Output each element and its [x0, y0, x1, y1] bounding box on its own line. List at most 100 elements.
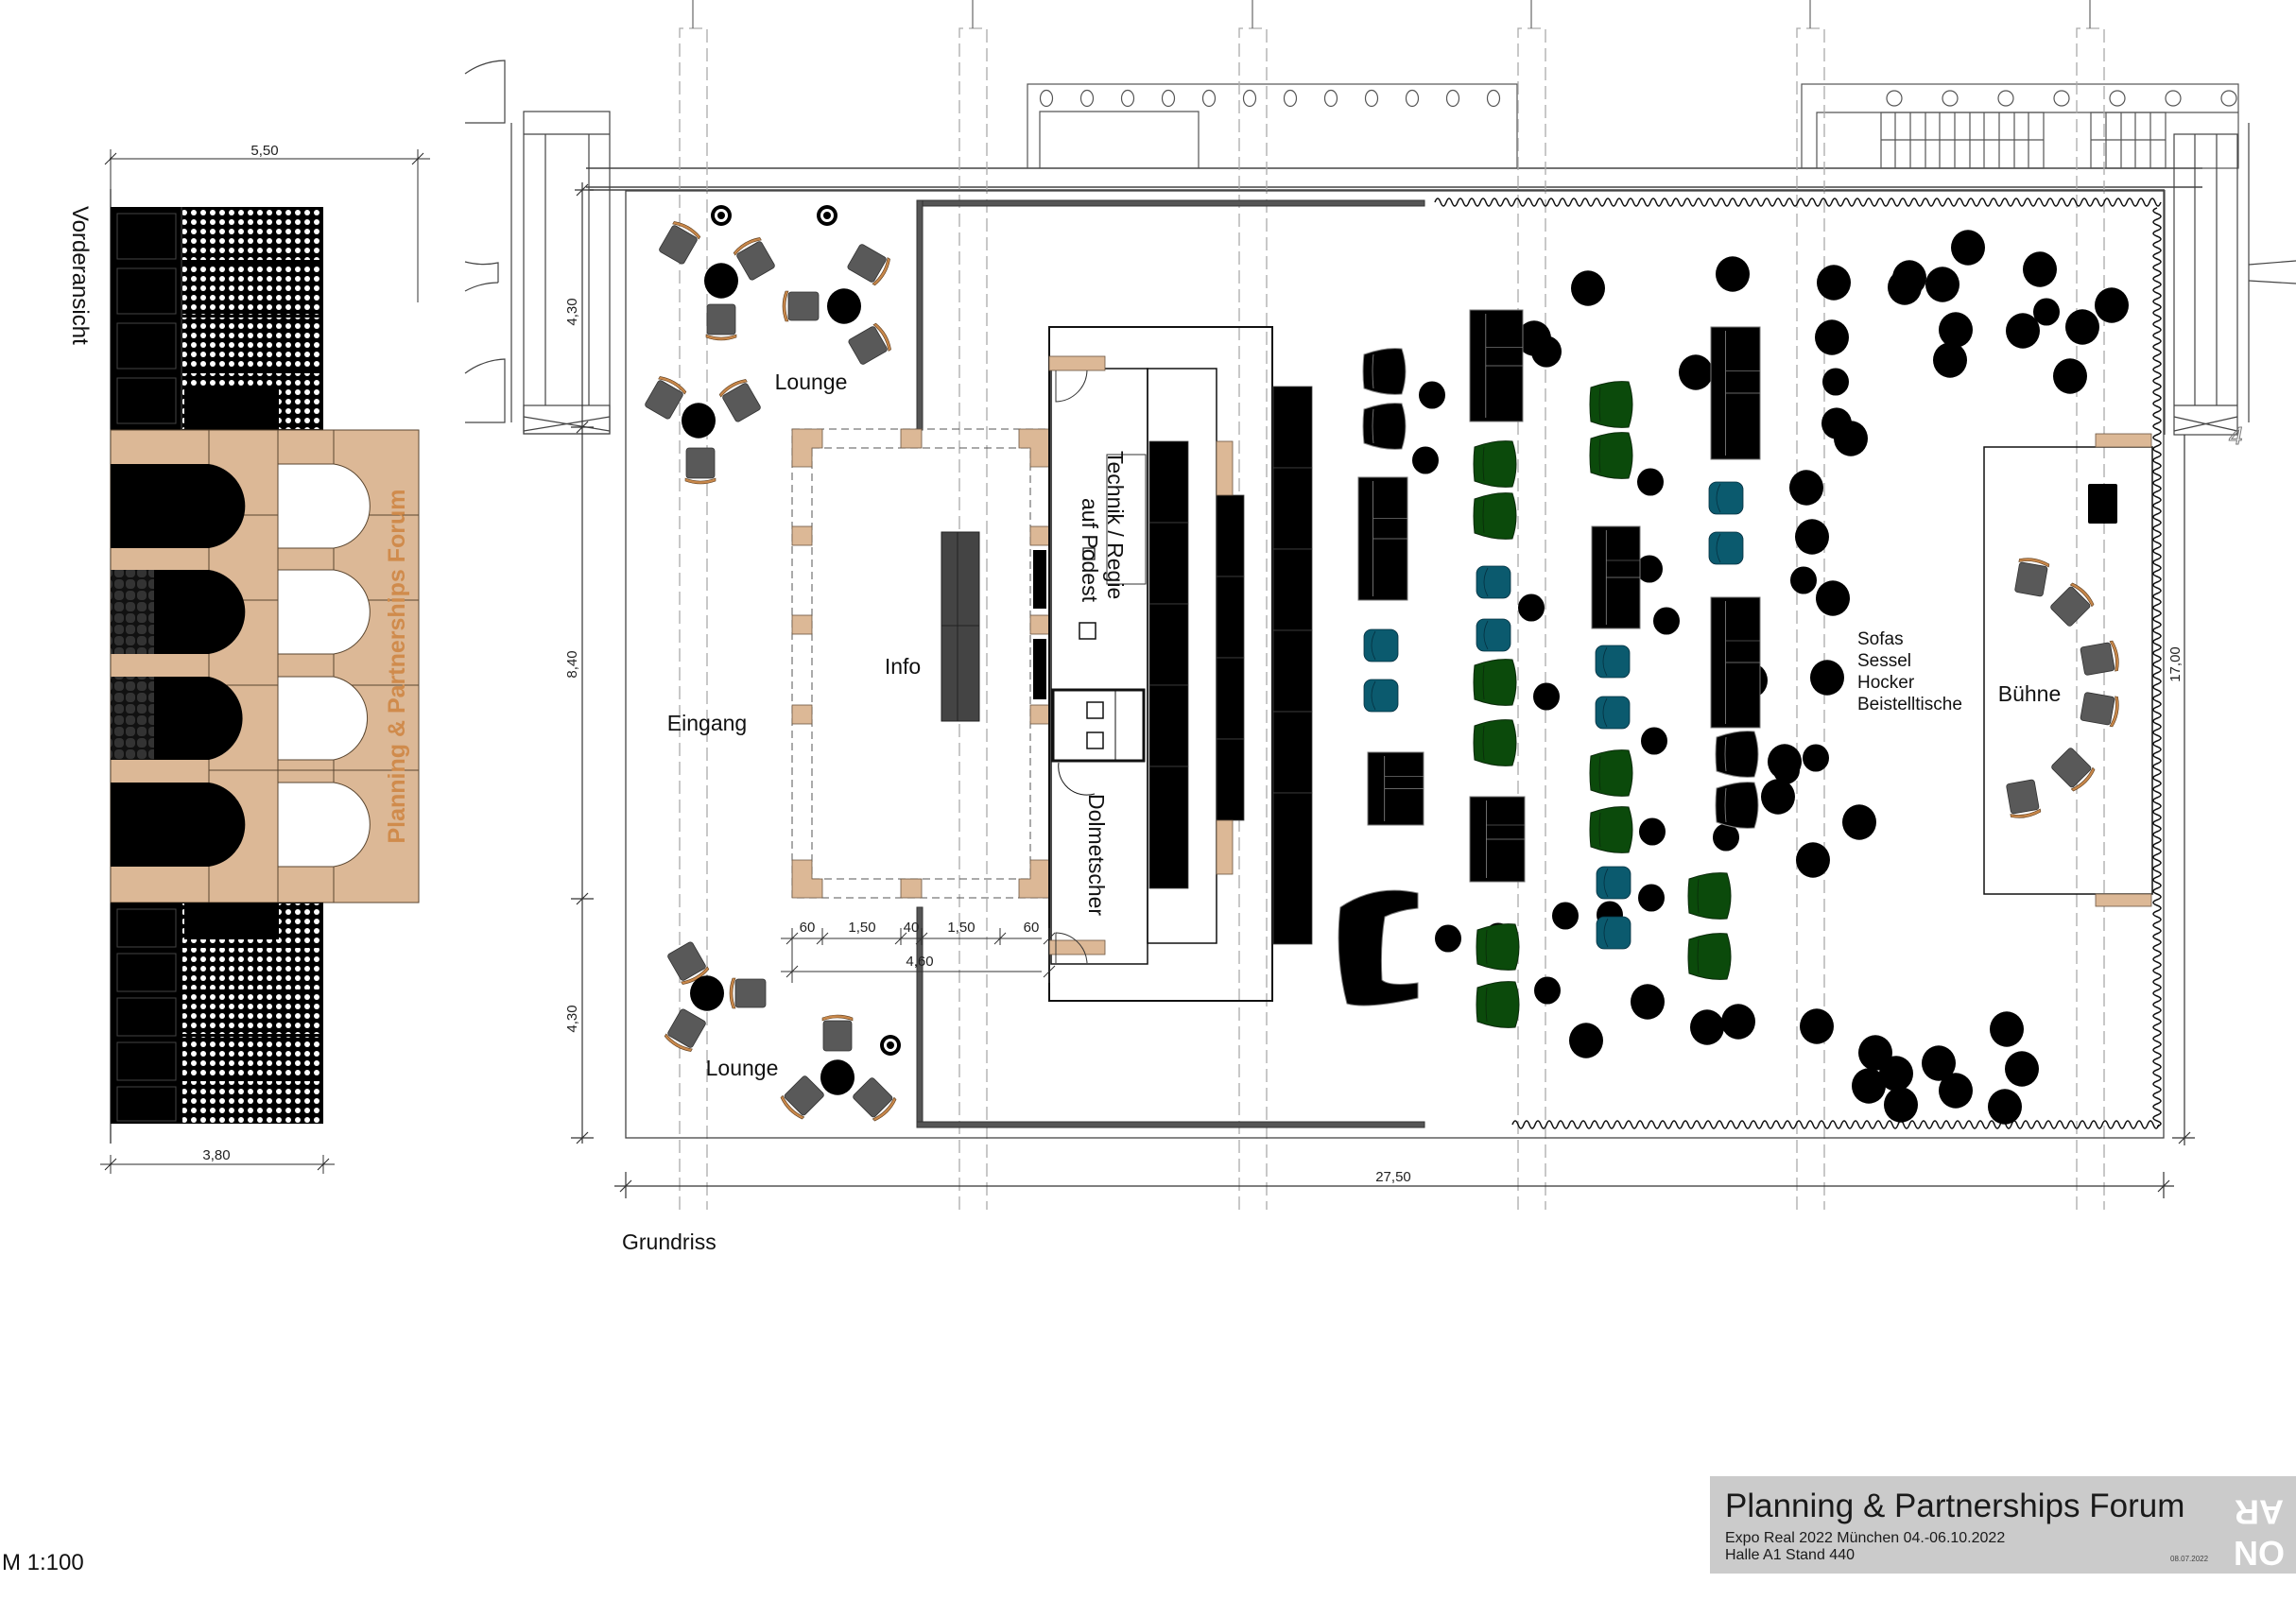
- sofa-icon: [1469, 309, 1524, 422]
- side-table: [1803, 744, 1829, 772]
- side-table: [1690, 1009, 1724, 1045]
- elevation-view-label: Vorderansicht: [67, 206, 93, 345]
- stage: Bühne: [1983, 433, 2153, 907]
- seating-list: Sofas Sessel Hocker Beistelltische: [1857, 629, 1962, 714]
- plan-view-label: Grundriss: [622, 1230, 716, 1254]
- lounge-label-top: Lounge: [775, 370, 848, 394]
- entrance-label: Eingang: [667, 711, 747, 735]
- armchair-icon: [1715, 782, 1759, 829]
- armchair-icon: [1476, 981, 1520, 1028]
- side-table: [690, 975, 724, 1011]
- side-table: [1552, 902, 1579, 930]
- info-dim: 1,50: [848, 920, 875, 936]
- title-block-location: Halle A1 Stand 440: [1725, 1547, 1855, 1563]
- elevation-width-top: 5,50: [250, 143, 278, 159]
- sofa-icon: [1710, 326, 1761, 460]
- armchair-icon: [1687, 933, 1732, 980]
- scale-label: M 1:100: [2, 1550, 84, 1575]
- curved-sofa-icon: [1338, 889, 1419, 1006]
- top-structure-2: [1801, 83, 2239, 169]
- side-table: [1518, 594, 1545, 622]
- armchair-icon: [1473, 719, 1517, 766]
- side-table: [1925, 267, 1959, 302]
- side-table: [1534, 976, 1561, 1005]
- stairs-2: [2090, 112, 2167, 169]
- armchair-icon: [1362, 348, 1407, 395]
- side-table: [1842, 804, 1876, 840]
- stool-icon: [1596, 866, 1631, 900]
- side-table: [1641, 727, 1667, 755]
- stool-icon: [1595, 696, 1631, 730]
- dimension-left: [571, 182, 594, 1144]
- top-circles-1: [1039, 89, 1501, 108]
- side-table: [1569, 1023, 1603, 1058]
- side-table: [1419, 381, 1445, 409]
- armchair-icon: [1715, 731, 1759, 778]
- back-wall: [916, 199, 1425, 1128]
- title-block: Planning & Partnerships Forum Expo Real …: [1710, 1476, 2296, 1574]
- side-table: [1761, 779, 1795, 815]
- info-pavilion: Info: [791, 428, 1050, 899]
- stool-icon: [1708, 531, 1744, 565]
- side-table: [2005, 1051, 2039, 1087]
- tech-block: Technik / Regie auf Podest Dolmetscher: [1048, 326, 1313, 1002]
- side-table: [1817, 265, 1851, 301]
- upper-panel-block: [111, 207, 323, 430]
- seating-list-item: Sessel: [1857, 651, 1911, 671]
- lounge-chair-icon: [729, 977, 767, 1009]
- lounge-chair-icon: [2050, 582, 2095, 627]
- lounge-chair-icon: [2006, 779, 2042, 818]
- side-table: [1713, 823, 1739, 852]
- side-table: [1773, 756, 1800, 784]
- side-table: [1795, 519, 1829, 555]
- side-table: [1716, 256, 1750, 292]
- elevation-width-bottom: 3,80: [202, 1147, 230, 1163]
- elevation-brand-text: Planning & Partnerships Forum: [384, 489, 410, 843]
- info-dim: 60: [800, 920, 816, 936]
- lounge-chair-icon: [2051, 748, 2096, 792]
- svg-text:NO: NO: [2234, 1534, 2285, 1569]
- lounge-chair-icon: [718, 379, 761, 422]
- side-table: [1571, 270, 1605, 306]
- side-table: [1815, 319, 1849, 355]
- interpreters-label: Dolmetscher: [1084, 794, 1109, 916]
- speakers: [711, 205, 901, 1056]
- side-table: [1412, 446, 1439, 474]
- title-block-event: Expo Real 2022 München 04.-06.10.2022: [1725, 1530, 2006, 1546]
- armchair-icon: [1589, 749, 1633, 797]
- lounge-chair-icon: [848, 322, 891, 365]
- side-table: [1939, 1073, 1973, 1109]
- side-table: [1892, 260, 1926, 296]
- armchair-icon: [1476, 923, 1520, 971]
- stool-icon: [1363, 679, 1399, 713]
- column-grid-ticks: [692, 0, 2091, 28]
- dim-left-bottom: 4,30: [564, 1005, 580, 1032]
- lounge-chair-icon: [2080, 692, 2119, 728]
- lounge-chair-icon: [2014, 558, 2050, 597]
- side-table: [682, 403, 716, 439]
- lounge-chair-icon: [821, 1014, 854, 1052]
- title-block-date: 08.07.2022: [2170, 1555, 2209, 1563]
- side-table: [1639, 817, 1666, 846]
- stand-outline: [625, 190, 2165, 1139]
- side-table: [1800, 1008, 1834, 1044]
- dim-bottom-total: 27,50: [1375, 1169, 1411, 1185]
- side-table: [1435, 924, 1461, 953]
- armchair-icon: [1589, 432, 1633, 479]
- tech-podest-label: auf Podest: [1078, 498, 1102, 603]
- speaker-icon: [817, 205, 837, 226]
- lounge-chair-icon: [645, 376, 687, 420]
- lounge-chair-icon: [780, 1075, 824, 1120]
- title-block-title: Planning & Partnerships Forum: [1725, 1488, 2185, 1524]
- armchair-icon: [1473, 659, 1517, 706]
- arno-logo-icon: AR NO: [2234, 1493, 2285, 1569]
- side-table: [1810, 660, 1844, 696]
- side-table: [1638, 884, 1665, 912]
- lounge-chair-icon: [667, 941, 710, 985]
- sofa-icon: [1367, 751, 1424, 826]
- seating-list-item: Sofas: [1857, 629, 1904, 649]
- tech-label: Technik / Regie: [1103, 451, 1128, 599]
- lounge-chair-icon: [733, 237, 775, 281]
- side-table: [1988, 1089, 2022, 1125]
- stair-number: 4: [2229, 422, 2242, 450]
